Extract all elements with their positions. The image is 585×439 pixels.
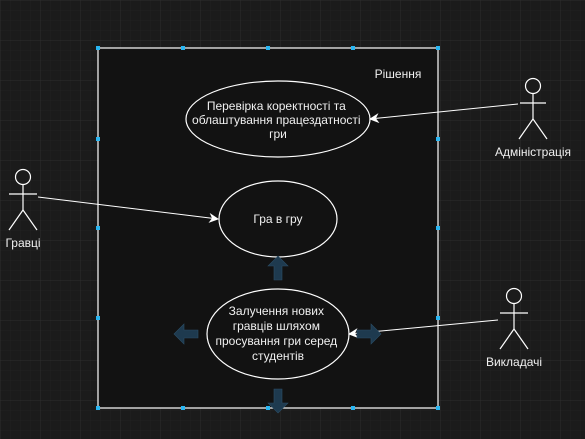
svg-text:Перевірка коректності та: Перевірка коректності та облаштування пр…	[192, 99, 364, 141]
resize-handle[interactable]	[96, 46, 100, 50]
resize-handle[interactable]	[436, 46, 440, 50]
resize-handle[interactable]	[351, 46, 355, 50]
resize-handle[interactable]	[96, 406, 100, 410]
use-case-line: Залучення нових	[229, 304, 324, 318]
association-players-play[interactable]	[37, 196, 219, 223]
actor-teachers[interactable]	[499, 287, 529, 350]
resize-handle[interactable]	[266, 406, 270, 410]
actor-administration[interactable]	[518, 77, 548, 140]
selection-handles[interactable]	[96, 46, 440, 410]
resize-handle[interactable]	[96, 316, 100, 320]
use-case-line: Гра в гру	[253, 212, 302, 226]
actor-label-players: Гравці	[5, 236, 40, 250]
system-label: Рішення	[375, 67, 422, 81]
use-case-line: облаштування працездатності	[192, 113, 361, 127]
quick-connect-left-arrow[interactable]	[173, 323, 199, 345]
svg-text:Залучення нових гравців: Залучення нових гравців шляхом просуванн…	[215, 304, 340, 363]
resize-handle[interactable]	[436, 316, 440, 320]
resize-handle[interactable]	[436, 226, 440, 230]
resize-handle[interactable]	[351, 406, 355, 410]
quick-connect-right-arrow[interactable]	[356, 323, 382, 345]
use-case-line: гравців шляхом	[233, 319, 320, 333]
quick-connect-up-arrow[interactable]	[267, 255, 289, 281]
resize-handle[interactable]	[181, 46, 185, 50]
use-case-line: Перевірка коректності та	[207, 99, 346, 113]
use-case-line: гри	[269, 127, 287, 141]
resize-handle[interactable]	[436, 406, 440, 410]
actor-label-teachers: Викладачі	[486, 355, 542, 369]
resize-handle[interactable]	[436, 137, 440, 141]
actor-label-administration: Адміністрація	[495, 145, 571, 159]
resize-handle[interactable]	[96, 137, 100, 141]
use-case-attract-players[interactable]: Залучення нових гравців шляхом просуванн…	[206, 288, 350, 380]
resize-handle[interactable]	[266, 46, 270, 50]
resize-handle[interactable]	[96, 226, 100, 230]
actor-players[interactable]	[8, 168, 38, 231]
resize-handle[interactable]	[181, 406, 185, 410]
use-case-line: просування гри серед	[215, 334, 337, 348]
use-case-line: студентів	[252, 349, 304, 363]
use-case-check-correctness[interactable]: Перевірка коректності та облаштування пр…	[185, 80, 371, 158]
quick-connect-down-arrow[interactable]	[267, 388, 289, 414]
association-administration-check[interactable]	[369, 103, 519, 124]
use-case-play-game[interactable]: Гра в гру	[218, 180, 338, 258]
